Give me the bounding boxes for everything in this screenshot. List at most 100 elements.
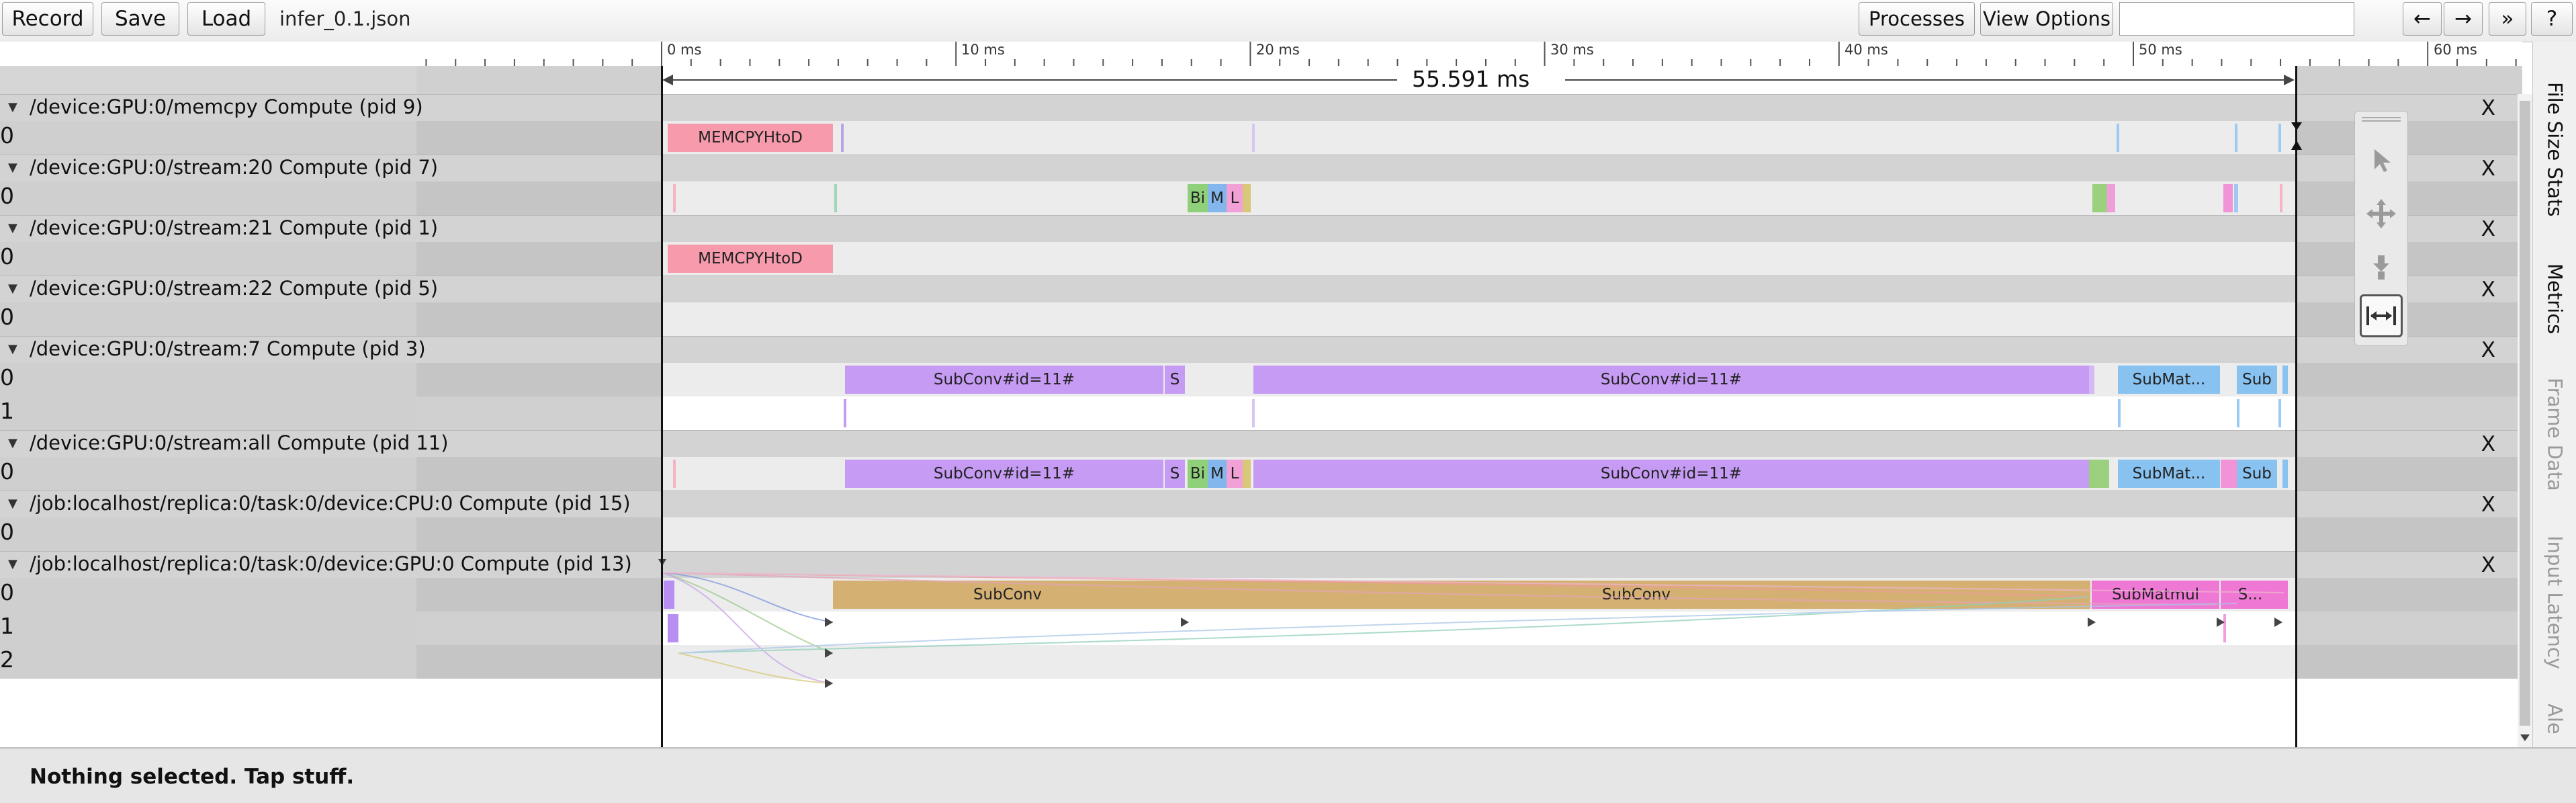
event-marker[interactable] <box>1252 399 1255 427</box>
slice-s[interactable]: S <box>1165 366 1185 394</box>
event-marker[interactable] <box>2278 124 2281 152</box>
processes-button[interactable]: Processes <box>1859 2 1975 36</box>
slice-s[interactable]: S <box>1165 460 1185 488</box>
expand-sidebar-button[interactable]: » <box>2489 2 2526 36</box>
slice-bi[interactable]: Bi <box>1188 184 1208 212</box>
event-marker[interactable] <box>2282 460 2288 488</box>
slice-submat[interactable]: SubMat... <box>2118 366 2220 394</box>
event-marker[interactable] <box>1243 460 1251 488</box>
event-marker[interactable] <box>2237 399 2239 427</box>
event-marker[interactable] <box>668 614 678 642</box>
slice-submat[interactable]: SubMat... <box>2118 460 2220 488</box>
slice-l[interactable]: L <box>1227 184 1243 212</box>
collapse-triangle-icon[interactable]: ▼ <box>8 342 17 356</box>
event-marker[interactable] <box>2118 399 2121 427</box>
close-process-button[interactable]: X <box>2481 96 2495 120</box>
find-next-button[interactable]: → <box>2444 2 2483 36</box>
range-start-marker[interactable] <box>661 66 663 747</box>
help-button[interactable]: ? <box>2531 2 2573 36</box>
slice-m[interactable]: M <box>1208 184 1227 212</box>
event-marker[interactable] <box>2089 366 2094 394</box>
vertical-scrollbar[interactable] <box>2518 94 2532 747</box>
thread-row[interactable]: 1 <box>0 611 2522 645</box>
process-header-gpu[interactable]: ▼ /job:localhost/replica:0/task:0/device… <box>0 551 2522 578</box>
slice-sub[interactable]: Sub <box>2237 460 2277 488</box>
search-input[interactable] <box>2119 2 2354 36</box>
event-marker[interactable] <box>2278 399 2281 427</box>
tab-file-size-stats[interactable]: File Size Stats <box>2543 82 2567 217</box>
event-marker[interactable] <box>673 184 676 212</box>
collapse-triangle-icon[interactable]: ▼ <box>8 161 17 175</box>
tab-alerts[interactable]: Ale <box>2543 704 2567 734</box>
thread-row[interactable]: 0 MEMCPYHtoD <box>0 121 2522 155</box>
close-process-button[interactable]: X <box>2481 493 2495 517</box>
find-prev-button[interactable]: ← <box>2403 2 2442 36</box>
event-marker[interactable] <box>2089 460 2109 488</box>
process-header-stream-all[interactable]: ▼ /device:GPU:0/stream:all Compute (pid … <box>0 430 2522 457</box>
event-marker[interactable] <box>2280 581 2288 609</box>
close-process-button[interactable]: X <box>2481 338 2495 362</box>
slice-l[interactable]: L <box>1227 460 1243 488</box>
event-marker[interactable] <box>2117 124 2119 152</box>
process-header-stream22[interactable]: ▼ /device:GPU:0/stream:22 Compute (pid 5… <box>0 276 2522 302</box>
collapse-triangle-icon[interactable]: ▼ <box>8 497 17 511</box>
slice-submatmul[interactable]: SubMatmul <box>2092 581 2219 609</box>
tab-metrics[interactable]: Metrics <box>2543 263 2567 335</box>
thread-row[interactable]: 0 <box>0 302 2522 336</box>
timeline-viewport[interactable]: 0 ms 10 ms 20 ms 30 ms 40 ms 50 ms 60 ms… <box>0 42 2532 747</box>
collapse-triangle-icon[interactable]: ▼ <box>8 436 17 450</box>
drag-handle-icon[interactable] <box>2359 116 2403 124</box>
zoom-icon[interactable] <box>2360 246 2403 289</box>
event-marker[interactable] <box>2234 184 2238 212</box>
thread-row[interactable]: 1 <box>0 396 2522 430</box>
close-process-button[interactable]: X <box>2481 553 2495 577</box>
save-button[interactable]: Save <box>101 2 179 36</box>
slice-m[interactable]: M <box>1208 460 1227 488</box>
close-process-button[interactable]: X <box>2481 157 2495 181</box>
scroll-down-icon[interactable] <box>2518 731 2532 745</box>
slice-subconv-id[interactable]: SubConv#id=11# <box>1253 366 2089 394</box>
process-header-memcpy[interactable]: ▼ /device:GPU:0/memcpy Compute (pid 9) X <box>0 94 2522 121</box>
range-end-marker[interactable] <box>2295 66 2297 747</box>
close-process-button[interactable]: X <box>2481 278 2495 302</box>
thread-row[interactable]: 0 SubConv#id=11# S Bi M L SubConv#id=11#… <box>0 457 2522 491</box>
scroll-thumb[interactable] <box>2520 101 2530 726</box>
event-marker[interactable] <box>2107 184 2115 212</box>
tab-frame-data[interactable]: Frame Data <box>2543 378 2567 491</box>
thread-row[interactable]: 0 SubConv SubConv SubMatmul S... <box>0 578 2522 611</box>
time-ruler[interactable]: 0 ms 10 ms 20 ms 30 ms 40 ms 50 ms 60 ms <box>416 42 2522 67</box>
slice-subconv-id[interactable]: SubConv#id=11# <box>845 460 1163 488</box>
pan-icon[interactable] <box>2360 192 2403 235</box>
thread-row[interactable]: 0 Bi M L <box>0 181 2522 215</box>
slice-bi[interactable]: Bi <box>1188 460 1208 488</box>
event-marker[interactable] <box>664 581 674 609</box>
event-marker[interactable] <box>673 460 676 488</box>
event-marker[interactable] <box>844 399 846 427</box>
event-marker[interactable] <box>2282 366 2288 394</box>
process-header-stream7[interactable]: ▼ /device:GPU:0/stream:7 Compute (pid 3)… <box>0 336 2522 363</box>
close-process-button[interactable]: X <box>2481 432 2495 456</box>
collapse-triangle-icon[interactable]: ▼ <box>8 100 17 114</box>
event-marker[interactable] <box>834 184 837 212</box>
thread-row[interactable]: 2 <box>0 645 2522 679</box>
slice-subconv-id[interactable]: SubConv#id=11# <box>1253 460 2089 488</box>
event-marker[interactable] <box>1252 124 1255 152</box>
event-marker[interactable] <box>2280 184 2282 212</box>
collapse-triangle-icon[interactable]: ▼ <box>8 282 17 296</box>
event-marker[interactable] <box>2092 184 2107 212</box>
view-options-button[interactable]: View Options <box>1980 2 2113 36</box>
slice-subconv[interactable]: SubConv <box>833 581 1182 609</box>
slice-subconv-id[interactable]: SubConv#id=11# <box>845 366 1163 394</box>
timing-icon[interactable] <box>2360 294 2403 337</box>
thread-row[interactable]: 0 SubConv#id=11# S SubConv#id=11# SubMat… <box>0 363 2522 396</box>
event-marker[interactable] <box>2223 184 2233 212</box>
event-marker[interactable] <box>841 124 844 152</box>
event-marker[interactable] <box>1243 184 1251 212</box>
slice-subconv[interactable]: SubConv <box>1182 581 2090 609</box>
event-marker[interactable] <box>2235 124 2237 152</box>
slice-memcpy-htod[interactable]: MEMCPYHtoD <box>668 124 833 152</box>
load-button[interactable]: Load <box>187 2 265 36</box>
event-marker[interactable] <box>2223 614 2226 642</box>
slice-s-ellipsis[interactable]: S... <box>2221 581 2280 609</box>
process-header-cpu[interactable]: ▼ /job:localhost/replica:0/task:0/device… <box>0 491 2522 517</box>
